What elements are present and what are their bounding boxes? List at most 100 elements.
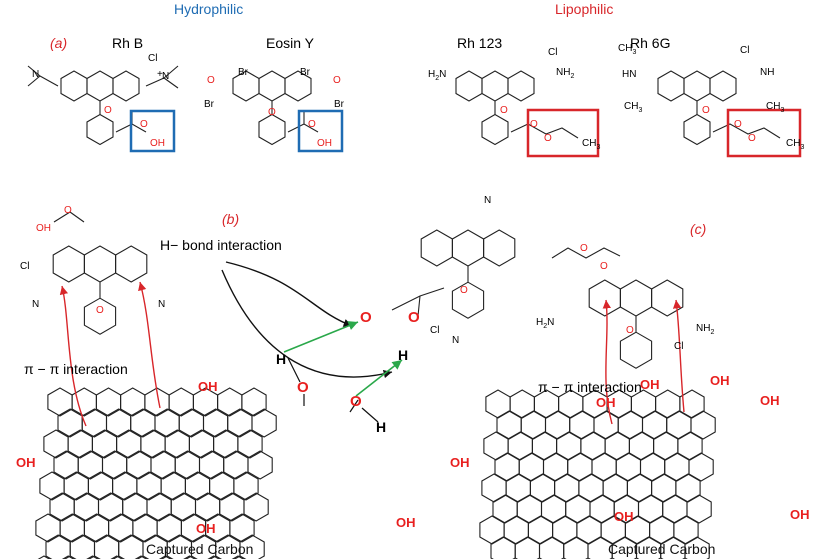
b-right-n-plus: N bbox=[452, 335, 460, 346]
b-graphene-hex bbox=[237, 429, 263, 459]
b-right-o-ring: O bbox=[460, 285, 468, 296]
b-h-left: H bbox=[276, 351, 287, 367]
b-surface-o-1: O bbox=[297, 379, 309, 396]
pipi-label-c: π − π interaction bbox=[538, 379, 642, 395]
c-surface-oh-4: OH bbox=[596, 395, 616, 410]
eosin-ring-center bbox=[258, 70, 286, 102]
eosin-o-right: O bbox=[333, 75, 341, 86]
rh6g-o-carbonyl: O bbox=[734, 119, 742, 130]
hbond-label: H− bond interaction bbox=[160, 237, 282, 253]
b-left-oh: OH bbox=[36, 223, 51, 234]
c-dye-ring-right bbox=[651, 279, 684, 317]
c-o-ring: O bbox=[626, 325, 634, 336]
rh6g-ring-left bbox=[657, 70, 685, 102]
rh6g-nh: NH bbox=[760, 67, 775, 78]
c-pipi-arrow-1 bbox=[602, 299, 613, 425]
b-left-o-carbonyl: O bbox=[64, 205, 72, 216]
c-surface-oh-1: OH bbox=[640, 377, 660, 392]
rhb-n-left-arms bbox=[27, 65, 59, 87]
b-right-dye-ring-right bbox=[483, 229, 516, 267]
rhb-cl: Cl bbox=[148, 53, 158, 64]
dye-name-eosin: Eosin Y bbox=[266, 35, 314, 51]
b-right-n-top: N bbox=[484, 195, 492, 206]
eosin-o-ring: O bbox=[268, 107, 276, 118]
rhb-n-right-arms bbox=[145, 65, 179, 89]
c-surface-oh-bottom: OH bbox=[614, 509, 634, 524]
c-surface-oh-left: OH bbox=[450, 455, 470, 470]
b-right-dye-ring-phenyl bbox=[451, 281, 485, 319]
b-h-right: H bbox=[398, 347, 409, 363]
b-right-cl: Cl bbox=[430, 325, 440, 336]
rhb-ring-left bbox=[60, 70, 88, 102]
b-graphene-hex bbox=[229, 513, 255, 543]
b-surface-oh-right: OH bbox=[396, 515, 416, 530]
b-surface-oh-bottom: OH bbox=[196, 521, 216, 536]
b-surface-o-2: O bbox=[350, 393, 362, 410]
rhb-n-left: N bbox=[32, 69, 40, 80]
b-left-dye-ring-right bbox=[115, 245, 148, 283]
rh6g-ch3-ester: CH3 bbox=[786, 138, 805, 152]
rhb-o-ring: O bbox=[104, 105, 112, 116]
c-o-carbonyl: O bbox=[600, 261, 608, 272]
c-nh2: NH2 bbox=[696, 323, 715, 337]
eosin-ring-phenyl bbox=[258, 113, 286, 146]
eosin-br-3: Br bbox=[204, 99, 214, 110]
rh123-ester-box bbox=[526, 108, 600, 158]
b-surface-oh-top: OH bbox=[198, 379, 218, 394]
rh123-cl: Cl bbox=[548, 47, 558, 58]
b-right-dye-ring-center bbox=[451, 229, 485, 267]
c-surface-oh-right: OH bbox=[790, 507, 810, 522]
captured-carbon-caption-c: Captured Carbon bbox=[608, 541, 716, 557]
rhb-oh: OH bbox=[150, 138, 165, 149]
c-graphene-hex bbox=[538, 536, 565, 559]
rh6g-ring-right bbox=[709, 70, 737, 102]
c-pipi-arrow-2 bbox=[672, 299, 685, 413]
hbond-green-2 bbox=[355, 359, 403, 397]
eosin-o-carbonyl: O bbox=[308, 119, 316, 130]
rh6g-o-ester: O bbox=[748, 133, 756, 144]
b-right-dye-ring-left bbox=[420, 229, 453, 267]
b-left-n-plus: N bbox=[32, 299, 40, 310]
c-dye-ring-center bbox=[619, 279, 653, 317]
rh6g-hn: HN bbox=[622, 69, 637, 80]
b-graphene-hex bbox=[239, 534, 265, 559]
b-hydroxyl-o: O bbox=[408, 309, 420, 326]
captured-carbon-caption-b: Captured Carbon bbox=[146, 541, 254, 557]
eosin-oh: OH bbox=[317, 138, 332, 149]
rh6g-ch3-right: CH3 bbox=[766, 101, 785, 115]
b-graphene-hex bbox=[47, 387, 73, 417]
lipophilic-heading: Lipophilic bbox=[555, 1, 614, 17]
b-pipi-arrow-2 bbox=[138, 281, 161, 409]
b-left-dye-ring-center bbox=[83, 245, 117, 283]
rh123-o-carbonyl: O bbox=[530, 119, 538, 130]
c-graphene-hex bbox=[690, 410, 716, 440]
b-left-cl: Cl bbox=[20, 261, 30, 272]
rh123-ring-phenyl bbox=[481, 113, 509, 146]
eosin-carboxyl bbox=[287, 112, 319, 133]
c-graphene-hex bbox=[688, 452, 714, 482]
b-left-carboxyl bbox=[53, 211, 85, 223]
c-surface-oh-3: OH bbox=[760, 393, 780, 408]
c-o-ester: O bbox=[580, 243, 588, 254]
c-h2n: H2N bbox=[536, 317, 555, 331]
c-cl: Cl bbox=[674, 341, 684, 352]
c-graphene-hex bbox=[563, 536, 589, 559]
hbond-arrow-2 bbox=[221, 269, 393, 379]
rh123-ring-left bbox=[455, 70, 483, 102]
rh6g-cl: Cl bbox=[740, 45, 750, 56]
rh6g-ring-center bbox=[683, 70, 711, 102]
eosin-br-4: Br bbox=[334, 99, 344, 110]
panel-label-b: (b) bbox=[222, 211, 240, 227]
rh6g-ester bbox=[712, 123, 781, 139]
rh123-ring-center bbox=[481, 70, 509, 102]
b-surface-oh-bonds bbox=[287, 357, 379, 423]
rhb-carboxyl-box bbox=[129, 109, 176, 153]
eosin-ring-right bbox=[284, 70, 312, 102]
rh123-ring-right bbox=[507, 70, 535, 102]
eosin-br-1: Br bbox=[238, 67, 248, 78]
c-surface-oh-2: OH bbox=[710, 373, 730, 388]
hydrophilic-heading: Hydrophilic bbox=[174, 1, 244, 17]
panel-label-a: (a) bbox=[50, 35, 68, 51]
